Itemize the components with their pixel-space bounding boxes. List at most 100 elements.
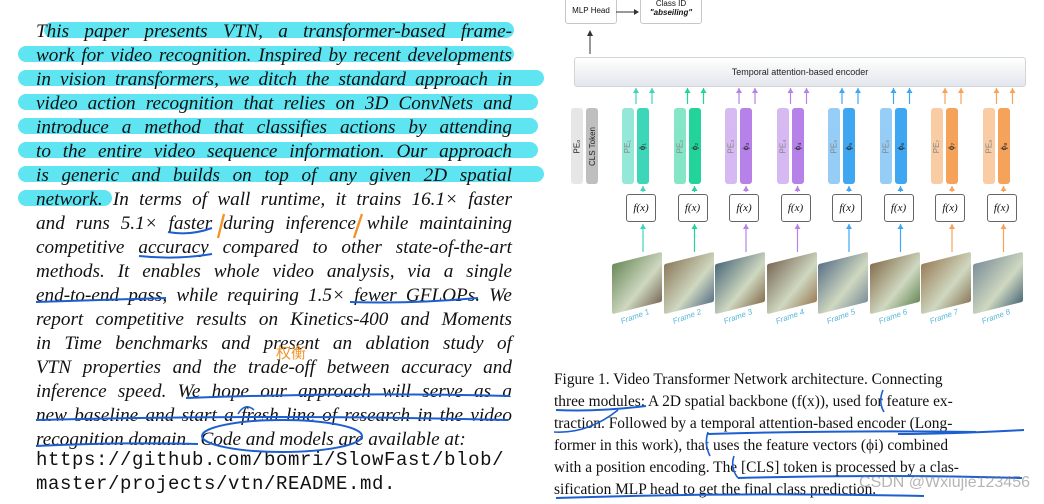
abstract-word: methods. [36,261,105,282]
abstract-word: in [417,405,433,426]
abstract-word: spatial [459,165,512,186]
abstract-word: a [278,21,288,42]
abstract-word: on [335,93,355,114]
abstract-word: attending [439,117,512,138]
abstract-word: 1.5× [308,285,345,306]
feature-token: ϕ₁ [637,108,649,184]
abstract-word: This [36,21,70,42]
abstract-word: Time [64,333,102,354]
abstract-word: ablation [365,333,430,354]
abstract-word: on [258,309,279,330]
abstract-word: the [62,141,87,162]
phi-label: ϕ₅ [844,142,854,150]
abstract-word: paper [84,21,130,42]
abstract-word: given [369,165,411,186]
class-id-label: Class ID [655,0,687,8]
backbone-fx-box: f(x) [626,194,656,222]
abstract-word: transformers, [114,69,219,90]
code-url-line-2[interactable]: master/projects/vtn/README.md. [36,473,397,495]
abstract-word: and [172,357,202,378]
abstract-word: a [443,261,454,282]
abstract-word: accuracy [401,357,472,378]
abstract-word: on [232,165,252,186]
abstract-word: we [228,69,250,90]
pe-token: PE₁ [622,108,634,184]
abstract-word: video [36,93,78,114]
feature-token: ϕ₃ [740,108,752,184]
abstract-word: action [87,93,136,114]
abstract-word: a [224,405,234,426]
abstract-word: recent [353,45,401,66]
abstract-word: and [131,165,161,186]
backbone-fx-box: f(x) [729,194,759,222]
pe-label: PE₆ [881,139,890,153]
abstract-word: of [496,333,512,354]
abstract-word: between [326,357,390,378]
abstract-word: baseline [74,405,139,426]
abstract-word: by [408,117,427,138]
abstract-word: video [272,261,314,282]
abstract-word: research [344,405,411,426]
caption-line: Figure 1. Video Transformer Network arch… [554,371,943,388]
abstract-word: to [36,141,51,162]
abstract-word: in [36,69,51,90]
abstract-word: and [36,213,65,234]
watermark: CSDN @Wxiujie123456 [859,474,1030,491]
abstract-word: wall [217,189,251,210]
abstract-word: inference [36,381,107,402]
abstract-word: present [263,333,320,354]
abstract-word: speed. [117,381,167,402]
phi-label: ϕ₇ [947,142,957,150]
abstract-word: runs [75,213,110,234]
caption-line: three modules: A 2D spatial backbone (f(… [554,393,953,410]
abstract-word: via [407,261,431,282]
abstract-word: accuracy [138,237,209,258]
abstract-word: trains [356,189,402,210]
abstract-word: network. [36,189,103,210]
caption-line: with a position encoding. The [CLS] toke… [554,459,959,476]
abstract-word: faster [168,213,213,234]
abstract-word: It [117,261,130,282]
abstract-word: transformer-based [303,21,446,42]
highlight-stroke [18,190,112,206]
abstract-word: relies [283,93,326,114]
abstract-word: results [196,309,247,330]
abstract-word: in [36,333,51,354]
pe0-token: PE₀ [571,108,583,184]
abstract-word: information. [289,141,385,162]
phi-label: ϕ₃ [741,142,751,150]
abstract-word: builds [173,165,220,186]
pe-token: PE₂ [673,108,686,184]
abstract-word: ditch [258,69,297,90]
abstract-word: new [36,405,67,426]
abstract-word: start [181,405,217,426]
feature-token: ϕ₂ [688,108,701,184]
abstract-word: competitive [95,309,184,330]
abstract-word: compared [222,237,299,258]
abstract-word: that [213,117,244,138]
class-id-value: "abseiling" [649,8,693,17]
feature-token: ϕ₆ [894,108,907,184]
abstract-word: approach [298,381,371,402]
abstract-word: ConvNets [398,93,474,114]
pe-label: PE₅ [829,139,839,153]
abstract-word: study [442,333,484,354]
abstract-word: hope [211,381,249,402]
abstract-word: Our [396,141,428,162]
abstract-word: top [264,165,289,186]
abstract-word: recognition. [158,45,252,66]
cls-token: CLS Token [586,108,598,184]
abstract-word: to [312,237,328,258]
backbone-fx-box: f(x) [935,194,965,222]
abstract-word: introduce [36,117,109,138]
abstract-word: report [36,309,84,330]
abstract-word: approach [439,141,512,162]
code-url-line-1[interactable]: https://github.com/bomri/SlowFast/blob/ [36,449,505,471]
abstract-word: frame- [460,21,512,42]
